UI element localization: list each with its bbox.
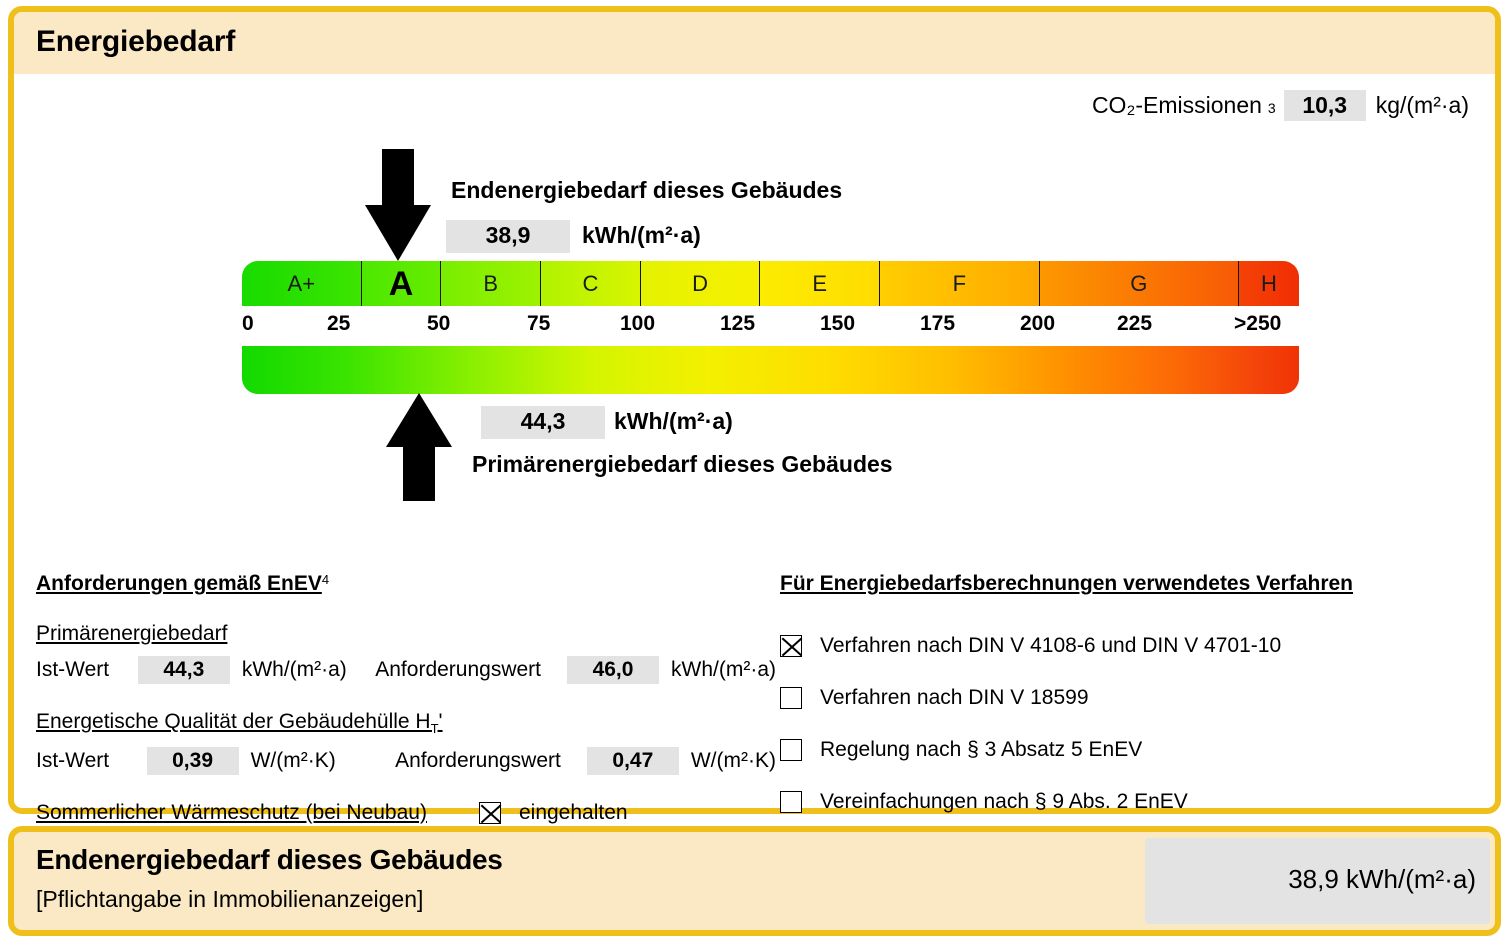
tick-150: 150 bbox=[820, 312, 856, 335]
envelope-subheading-sub: T bbox=[430, 721, 439, 737]
primaerenergie-value: 44,3 bbox=[520, 408, 566, 434]
tick-200: 200 bbox=[1020, 312, 1056, 335]
method-section: Für Energiebedarfsberechnungen verwendet… bbox=[780, 572, 1480, 814]
endenergie-unit: kWh/(m²·a) bbox=[582, 222, 701, 248]
primaerenergie-value-box bbox=[481, 406, 605, 439]
class-segment-f: F bbox=[880, 261, 1040, 306]
primary-ist-unit: kWh/(m²·a) bbox=[241, 658, 347, 682]
method-option-paragraph9[interactable]: Vereinfachungen nach § 9 Abs. 2 EnEV bbox=[780, 790, 1480, 814]
page-title: Energiebedarf bbox=[36, 25, 236, 58]
envelope-ist-value: 0,39 bbox=[146, 746, 239, 775]
class-segment-a: A bbox=[361, 261, 442, 306]
tick-100: 100 bbox=[620, 312, 656, 335]
primary-demand-subheading: Primärenergiebedarf bbox=[36, 622, 228, 646]
method-label-paragraph9: Vereinfachungen nach § 9 Abs. 2 EnEV bbox=[820, 790, 1188, 813]
endenergie-label: Endenergiebedarf dieses Gebäudes bbox=[451, 177, 843, 203]
method-option-paragraph3[interactable]: Regelung nach § 3 Absatz 5 EnEV bbox=[780, 738, 1480, 762]
primaerenergie-unit: kWh/(m²·a) bbox=[614, 408, 733, 434]
energy-scale-chart: Endenergiebedarf dieses Gebäudes 38,9 kW… bbox=[14, 12, 1495, 808]
envelope-ist-label: Ist-Wert bbox=[36, 748, 110, 772]
co2-unit: kg/(m²·a) bbox=[1375, 92, 1469, 118]
footer-title: Endenergiebedarf dieses Gebäudes bbox=[36, 844, 503, 875]
class-segment-a-plus: A+ bbox=[242, 261, 362, 306]
co2-value: 10,3 bbox=[1283, 90, 1366, 121]
summer-protection-label: Sommerlicher Wärmeschutz (bei Neubau) bbox=[36, 800, 427, 824]
class-segment-h: H bbox=[1239, 261, 1299, 306]
requirements-section: Anforderungen gemäß EnEV4 Primärenergieb… bbox=[36, 572, 776, 825]
class-label-c: C bbox=[582, 270, 599, 296]
class-label-a: A bbox=[388, 264, 414, 303]
class-label-f: F bbox=[952, 270, 967, 296]
class-segment-g: G bbox=[1039, 261, 1240, 306]
endenergie-value: 38,9 bbox=[485, 222, 531, 248]
tick-225: 225 bbox=[1117, 312, 1153, 335]
method-option-din4108[interactable]: Verfahren nach DIN V 4108-6 und DIN V 47… bbox=[780, 634, 1480, 658]
footer-value: 38,9 kWh/(m²·a) bbox=[1288, 864, 1476, 894]
primaerenergie-marker-arrow-up-icon bbox=[386, 393, 452, 506]
summer-protection-row: Sommerlicher Wärmeschutz (bei Neubau) ei… bbox=[36, 801, 776, 825]
method-checkbox-paragraph9-icon[interactable] bbox=[780, 791, 802, 813]
tick-250: >250 bbox=[1234, 312, 1282, 335]
primary-ist-value: 44,3 bbox=[137, 656, 230, 685]
endenergie-marker-arrow-down-icon bbox=[365, 149, 431, 266]
class-label-d: D bbox=[692, 270, 709, 296]
endenergie-value-box bbox=[446, 220, 570, 253]
summer-protection-status: eingehalten bbox=[518, 800, 628, 824]
method-label-din18599: Verfahren nach DIN V 18599 bbox=[820, 686, 1089, 709]
method-option-din18599[interactable]: Verfahren nach DIN V 18599 bbox=[780, 686, 1480, 710]
method-heading: Für Energiebedarfsberechnungen verwendet… bbox=[780, 572, 1354, 595]
class-segment-d: D bbox=[640, 261, 761, 306]
method-checkbox-paragraph3-icon[interactable] bbox=[780, 739, 802, 761]
co2-footnote: 3 bbox=[1267, 100, 1276, 116]
envelope-subheading-prime: ' bbox=[438, 710, 443, 734]
requirements-heading: Anforderungen gemäß EnEV bbox=[36, 572, 322, 596]
mandatory-disclosure-footer: Endenergiebedarf dieses Gebäudes [Pflich… bbox=[8, 826, 1501, 936]
primary-soll-unit: kWh/(m²·a) bbox=[671, 658, 776, 682]
summer-protection-checkbox-icon[interactable] bbox=[478, 801, 501, 824]
envelope-subheading-text: Energetische Qualität der Gebäudehülle H bbox=[36, 710, 431, 734]
co2-emissions-row: CO₂-Emissionen 3 10,3 kg/(m²·a) bbox=[1092, 90, 1469, 121]
envelope-ist-unit: W/(m²·K) bbox=[250, 748, 336, 772]
primary-soll-value: 46,0 bbox=[567, 656, 660, 685]
class-label-b: B bbox=[483, 270, 499, 296]
energy-class-bar: A+ A B C D E F bbox=[242, 261, 1299, 306]
footer-value-box: 38,9 kWh/(m²·a) bbox=[1145, 838, 1490, 924]
class-segment-c: C bbox=[541, 261, 641, 306]
requirements-heading-wrap: Anforderungen gemäß EnEV4 bbox=[36, 572, 776, 596]
method-checkbox-din4108-icon[interactable] bbox=[780, 635, 802, 657]
class-label-g: G bbox=[1130, 270, 1148, 296]
class-label-a-plus: A+ bbox=[287, 270, 316, 296]
primary-soll-label: Anforderungswert bbox=[375, 658, 542, 682]
tick-75: 75 bbox=[527, 312, 551, 335]
tick-175: 175 bbox=[920, 312, 956, 335]
class-label-e: E bbox=[812, 270, 828, 296]
method-label-din4108: Verfahren nach DIN V 4108-6 und DIN V 47… bbox=[820, 634, 1282, 657]
envelope-values-row: Ist-Wert 0,39 W/(m²·K) Anforderungswert … bbox=[36, 746, 776, 775]
class-label-h: H bbox=[1261, 270, 1277, 296]
envelope-soll-unit: W/(m²·K) bbox=[690, 748, 776, 772]
primaerenergie-label: Primärenergiebedarf dieses Gebäudes bbox=[472, 451, 893, 477]
method-label-paragraph3: Regelung nach § 3 Absatz 5 EnEV bbox=[820, 738, 1143, 761]
envelope-soll-value: 0,47 bbox=[586, 746, 679, 775]
envelope-subheading-wrap: Energetische Qualität der Gebäudehülle H… bbox=[36, 710, 776, 736]
primary-ist-label: Ist-Wert bbox=[36, 658, 110, 682]
panel-header-band bbox=[14, 12, 1495, 74]
class-segment-b: B bbox=[441, 261, 542, 306]
tick-25: 25 bbox=[327, 312, 351, 335]
footer-subtitle: [Pflichtangabe in Immobilienanzeigen] bbox=[36, 886, 424, 912]
primary-demand-values-row: Ist-Wert 44,3 kWh/(m²·a) Anforderungswer… bbox=[36, 656, 776, 685]
method-checkbox-din18599-icon[interactable] bbox=[780, 687, 802, 709]
energy-gradient-bar bbox=[242, 346, 1299, 394]
tick-125: 125 bbox=[720, 312, 756, 335]
class-segment-e: E bbox=[760, 261, 881, 306]
co2-label: CO₂-Emissionen bbox=[1091, 92, 1262, 118]
tick-0: 0 bbox=[242, 312, 254, 335]
envelope-soll-label: Anforderungswert bbox=[395, 748, 561, 772]
tick-50: 50 bbox=[427, 312, 451, 335]
energy-demand-panel: Energiebedarf CO₂-Emissionen 3 10,3 kg/(… bbox=[8, 6, 1501, 824]
scale-tick-row: 0 25 50 75 100 125 150 175 200 225 >250 bbox=[242, 312, 1299, 342]
envelope-subheading: Energetische Qualität der Gebäudehülle H… bbox=[36, 710, 443, 736]
requirements-heading-footnote: 4 bbox=[321, 572, 330, 587]
